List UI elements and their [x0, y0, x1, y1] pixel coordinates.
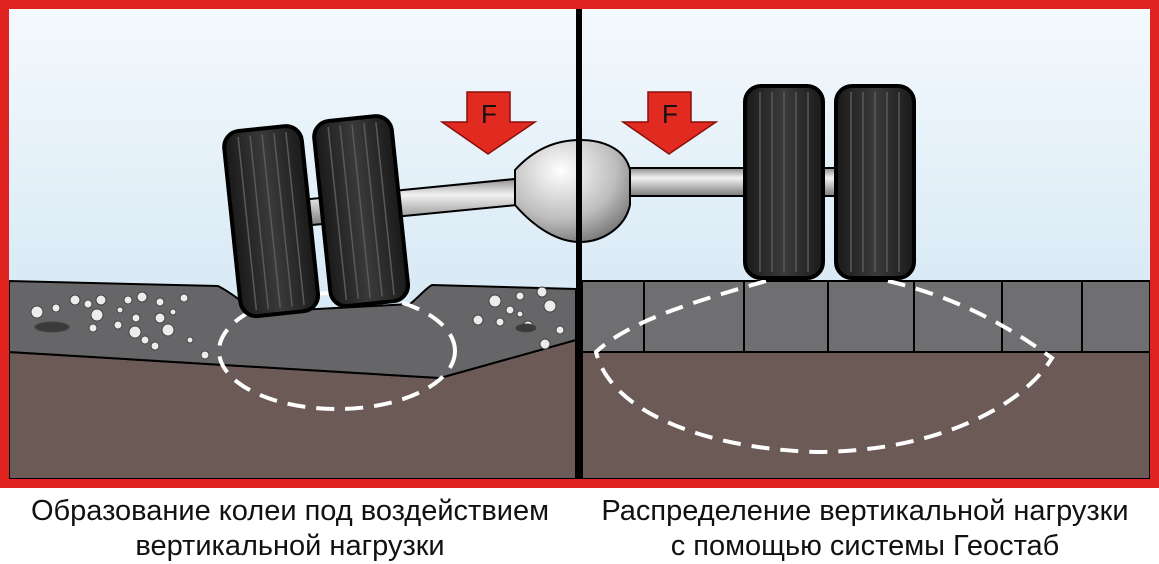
right-caption-line-2: с помощью системы Геостаб: [670, 530, 1060, 562]
left-panel: F: [8, 91, 577, 480]
right-caption-line-1: Распределение вертикальной нагрузки: [601, 495, 1129, 527]
left-caption-line-1: Образование колеи под воздействием: [30, 495, 550, 527]
right-caption: Распределение вертикальной нагрузки с по…: [585, 494, 1145, 564]
differential-hub: [514, 138, 631, 244]
left-stress-bulb: [217, 291, 457, 411]
outer-frame: [0, 0, 1159, 488]
right-subsoil: [581, 351, 1151, 480]
left-axle-assembly: [222, 114, 529, 319]
left-caption: Образование колеи под воздействием верти…: [10, 494, 570, 564]
right-force-label: F: [662, 99, 678, 129]
left-gravel-layer: [8, 279, 577, 380]
gravel-stones: [30, 286, 565, 360]
right-force-arrow: F: [620, 91, 719, 155]
left-caption-line-2: вертикальной нагрузки: [135, 530, 445, 562]
left-force-label: F: [481, 99, 497, 129]
left-force-arrow: F: [439, 91, 538, 155]
right-stress-distribution: [593, 279, 1055, 455]
geocell-layer: [581, 280, 1151, 353]
right-axle-assembly: [609, 84, 916, 280]
